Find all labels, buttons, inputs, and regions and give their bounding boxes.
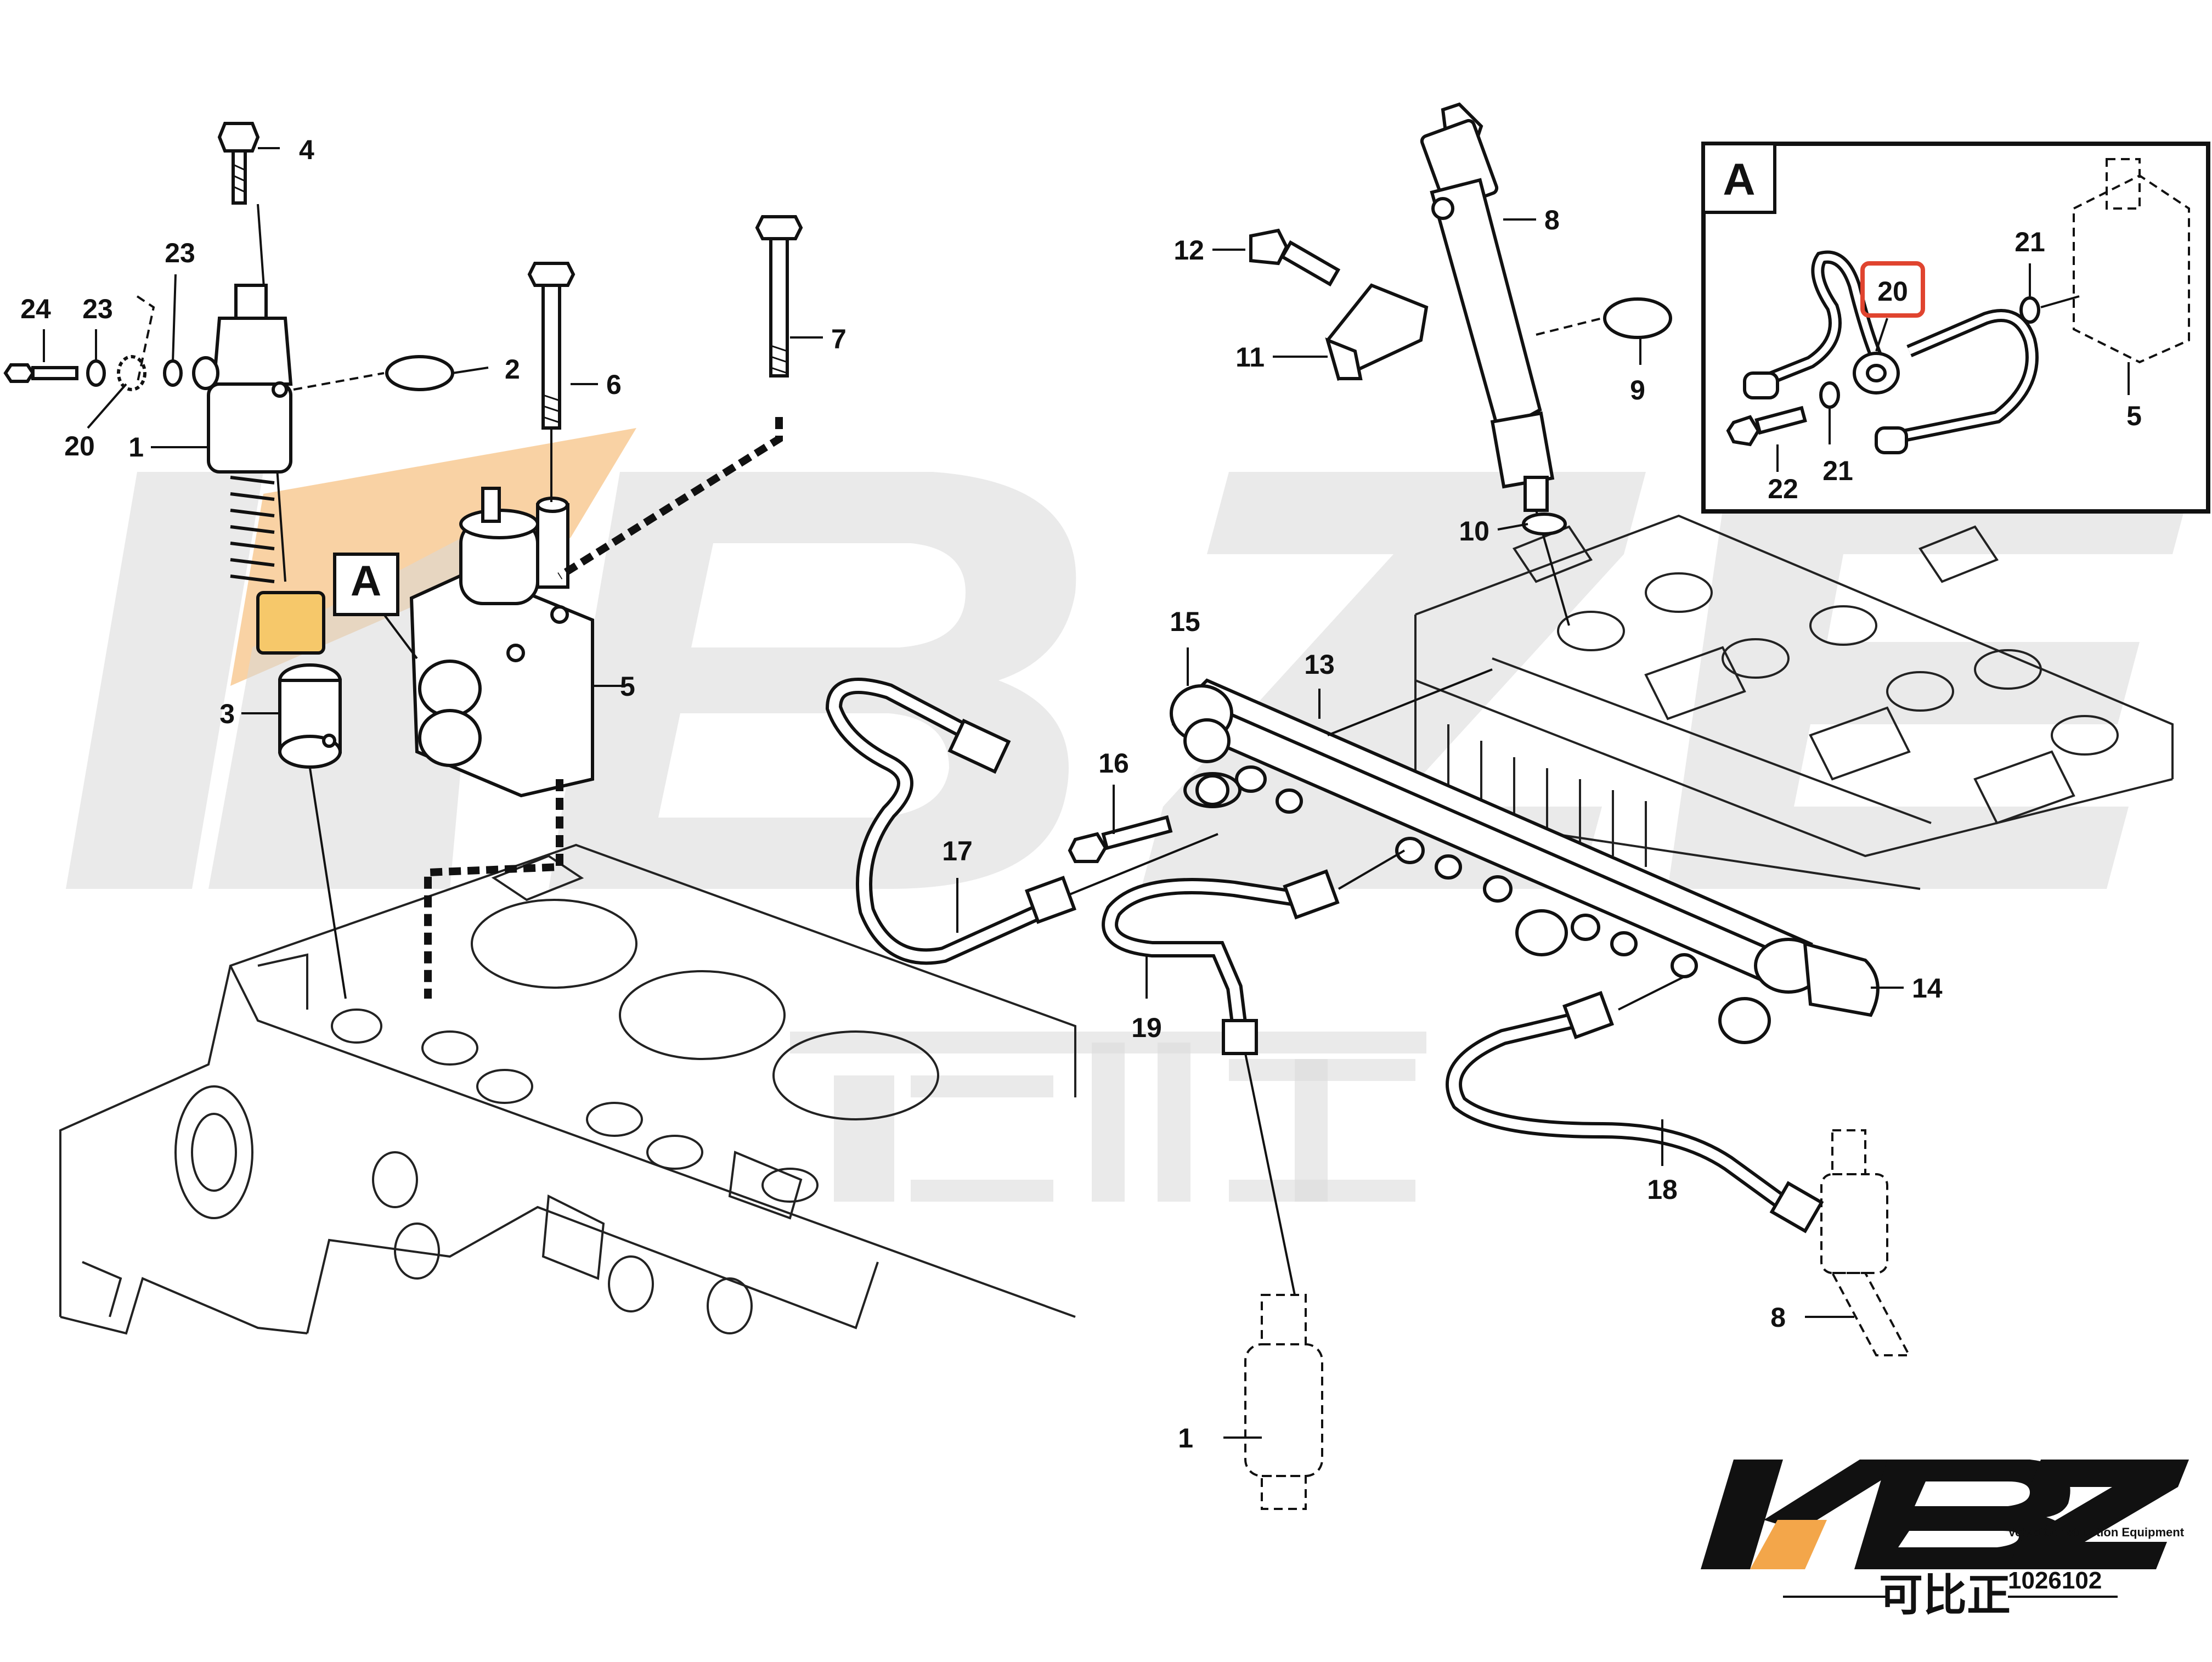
callout-1-lower: 1 — [1178, 1423, 1193, 1453]
parts-bolt-24-washers — [3, 295, 219, 391]
part-bolt-12 — [1249, 228, 1341, 287]
inset-washer-21b — [1819, 381, 1840, 409]
callout-6: 6 — [606, 369, 622, 400]
callout-2: 2 — [505, 354, 520, 385]
leader-lines — [43, 147, 1904, 1439]
callout-10: 10 — [1459, 516, 1489, 547]
callout-23-left: 23 — [82, 294, 113, 324]
footer-source-text: Volvo Construction Equipment — [2008, 1525, 2185, 1539]
part-bolt-4 — [217, 122, 260, 205]
callout-9: 9 — [1630, 375, 1645, 405]
callout-12: 12 — [1173, 235, 1204, 266]
part-injector-1 — [207, 284, 325, 655]
callout-17: 17 — [942, 836, 973, 866]
part-fuel-rail-13 — [1170, 668, 1814, 984]
part-injector-1-ghost — [1244, 1294, 1323, 1510]
callout-8-lower: 8 — [1770, 1302, 1786, 1333]
callout-23-right: 23 — [165, 238, 195, 268]
highlight-box-20 — [1860, 261, 1925, 318]
callout-20: 20 — [64, 431, 95, 461]
footer-chinese-brand: 可比正 — [1879, 1571, 2011, 1620]
detail-marker-a-label: A — [351, 556, 381, 605]
callout-18: 18 — [1647, 1174, 1678, 1205]
callout-13: 13 — [1304, 649, 1335, 680]
footer-drawing-number: 1026102 — [2008, 1567, 2102, 1594]
inset-callout-22: 22 — [1768, 474, 1798, 504]
callout-11: 11 — [1235, 342, 1265, 373]
part-oring-9 — [1603, 297, 1672, 339]
inset-pump-ghost — [2073, 158, 2190, 364]
callout-8-upper: 8 — [1544, 205, 1560, 235]
part-pipe-19 — [1102, 869, 1340, 1055]
inset-callout-21-lower: 21 — [1822, 455, 1853, 486]
background-watermark — [66, 428, 2194, 1202]
part-injector-8-ghost — [1820, 1129, 1911, 1356]
callout-1-upper: 1 — [128, 432, 144, 463]
callout-5: 5 — [620, 671, 635, 702]
detail-marker-a: A — [333, 553, 418, 660]
part-washer-10 — [1522, 512, 1567, 536]
engine-block-left — [59, 843, 1076, 1335]
detail-inset-a: A — [1701, 142, 2210, 514]
callout-24: 24 — [20, 294, 51, 324]
callout-15: 15 — [1170, 606, 1200, 637]
part-pipe-18 — [1446, 990, 1824, 1233]
inset-callout-20: 20 — [1877, 276, 1908, 307]
part-bolt-16 — [1068, 815, 1173, 863]
part-sensor-14 — [1754, 938, 1880, 1017]
callout-3: 3 — [219, 698, 235, 729]
part-oring-2 — [385, 355, 454, 391]
part-sleeve-3 — [278, 663, 342, 769]
part-pipe-17 — [825, 678, 1076, 965]
inset-washer-21a — [2019, 296, 2040, 324]
watermark-chinese-large — [790, 1032, 1426, 1202]
callout-16: 16 — [1098, 748, 1129, 779]
footer-logo-kbze: Volvo Construction Equipment 1026102 可比正 — [1701, 1460, 2189, 1620]
callout-19: 19 — [1131, 1012, 1162, 1043]
part-bolt-7 — [755, 215, 803, 378]
part-bolt-6 — [527, 262, 575, 430]
inset-callout-labels: 20 21 21 22 5 — [1768, 227, 2142, 504]
callout-labels: 4 1 2 3 5 6 7 8 9 10 11 12 13 14 15 16 1… — [20, 134, 1943, 1453]
rail-fittings — [1183, 765, 1771, 1044]
callout-4: 4 — [299, 134, 314, 165]
inset-bolt-22 — [1726, 405, 1807, 447]
kbze-logo-mark — [1701, 1460, 2189, 1569]
part-injector-8 — [1420, 102, 1555, 512]
inset-callout-21-upper: 21 — [2015, 227, 2045, 257]
part-clamp-11 — [1325, 283, 1429, 381]
inset-callout-5: 5 — [2126, 401, 2142, 431]
inset-title: A — [1723, 155, 1755, 205]
callout-7: 7 — [831, 324, 847, 354]
callout-14: 14 — [1912, 973, 1943, 1004]
part-pump-5 — [409, 487, 594, 798]
